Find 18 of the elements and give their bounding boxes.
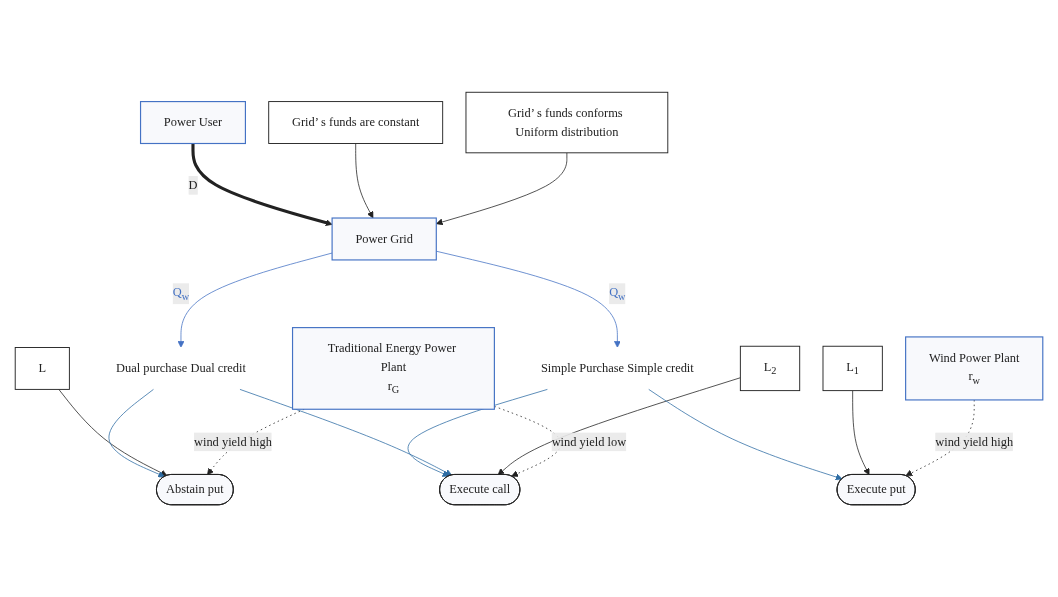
edge-label: Q$_{w}$ (609, 285, 626, 303)
edge-label: wind yield high (935, 434, 1014, 449)
node-box: Wind Power Plant r$_{w}$ (905, 336, 1044, 401)
node-box: Power User (139, 101, 246, 145)
node-box: Traditional Energy Power Plant r$_{G}$ (291, 327, 495, 410)
arrow (191, 143, 333, 226)
edge-label: wind yield high (193, 434, 272, 449)
node-box: Grid’ s funds conforms Uniform distribution (465, 91, 669, 154)
node-text: Simple Purchase Simple credit (540, 361, 694, 375)
node-text: Dual purchase Dual credit (115, 361, 246, 375)
edge-label: Q$_{w}$ (172, 285, 190, 303)
node-box: L$_{2}$ (739, 345, 801, 392)
edge-label: D (188, 178, 198, 192)
node-box: Grid’ s funds are constant (268, 101, 444, 144)
node-box: Power Grid (331, 217, 437, 261)
node-box: L (14, 347, 70, 390)
node-box: L$_{1}$ (822, 345, 883, 392)
edge-label: wind yield low (551, 434, 627, 449)
